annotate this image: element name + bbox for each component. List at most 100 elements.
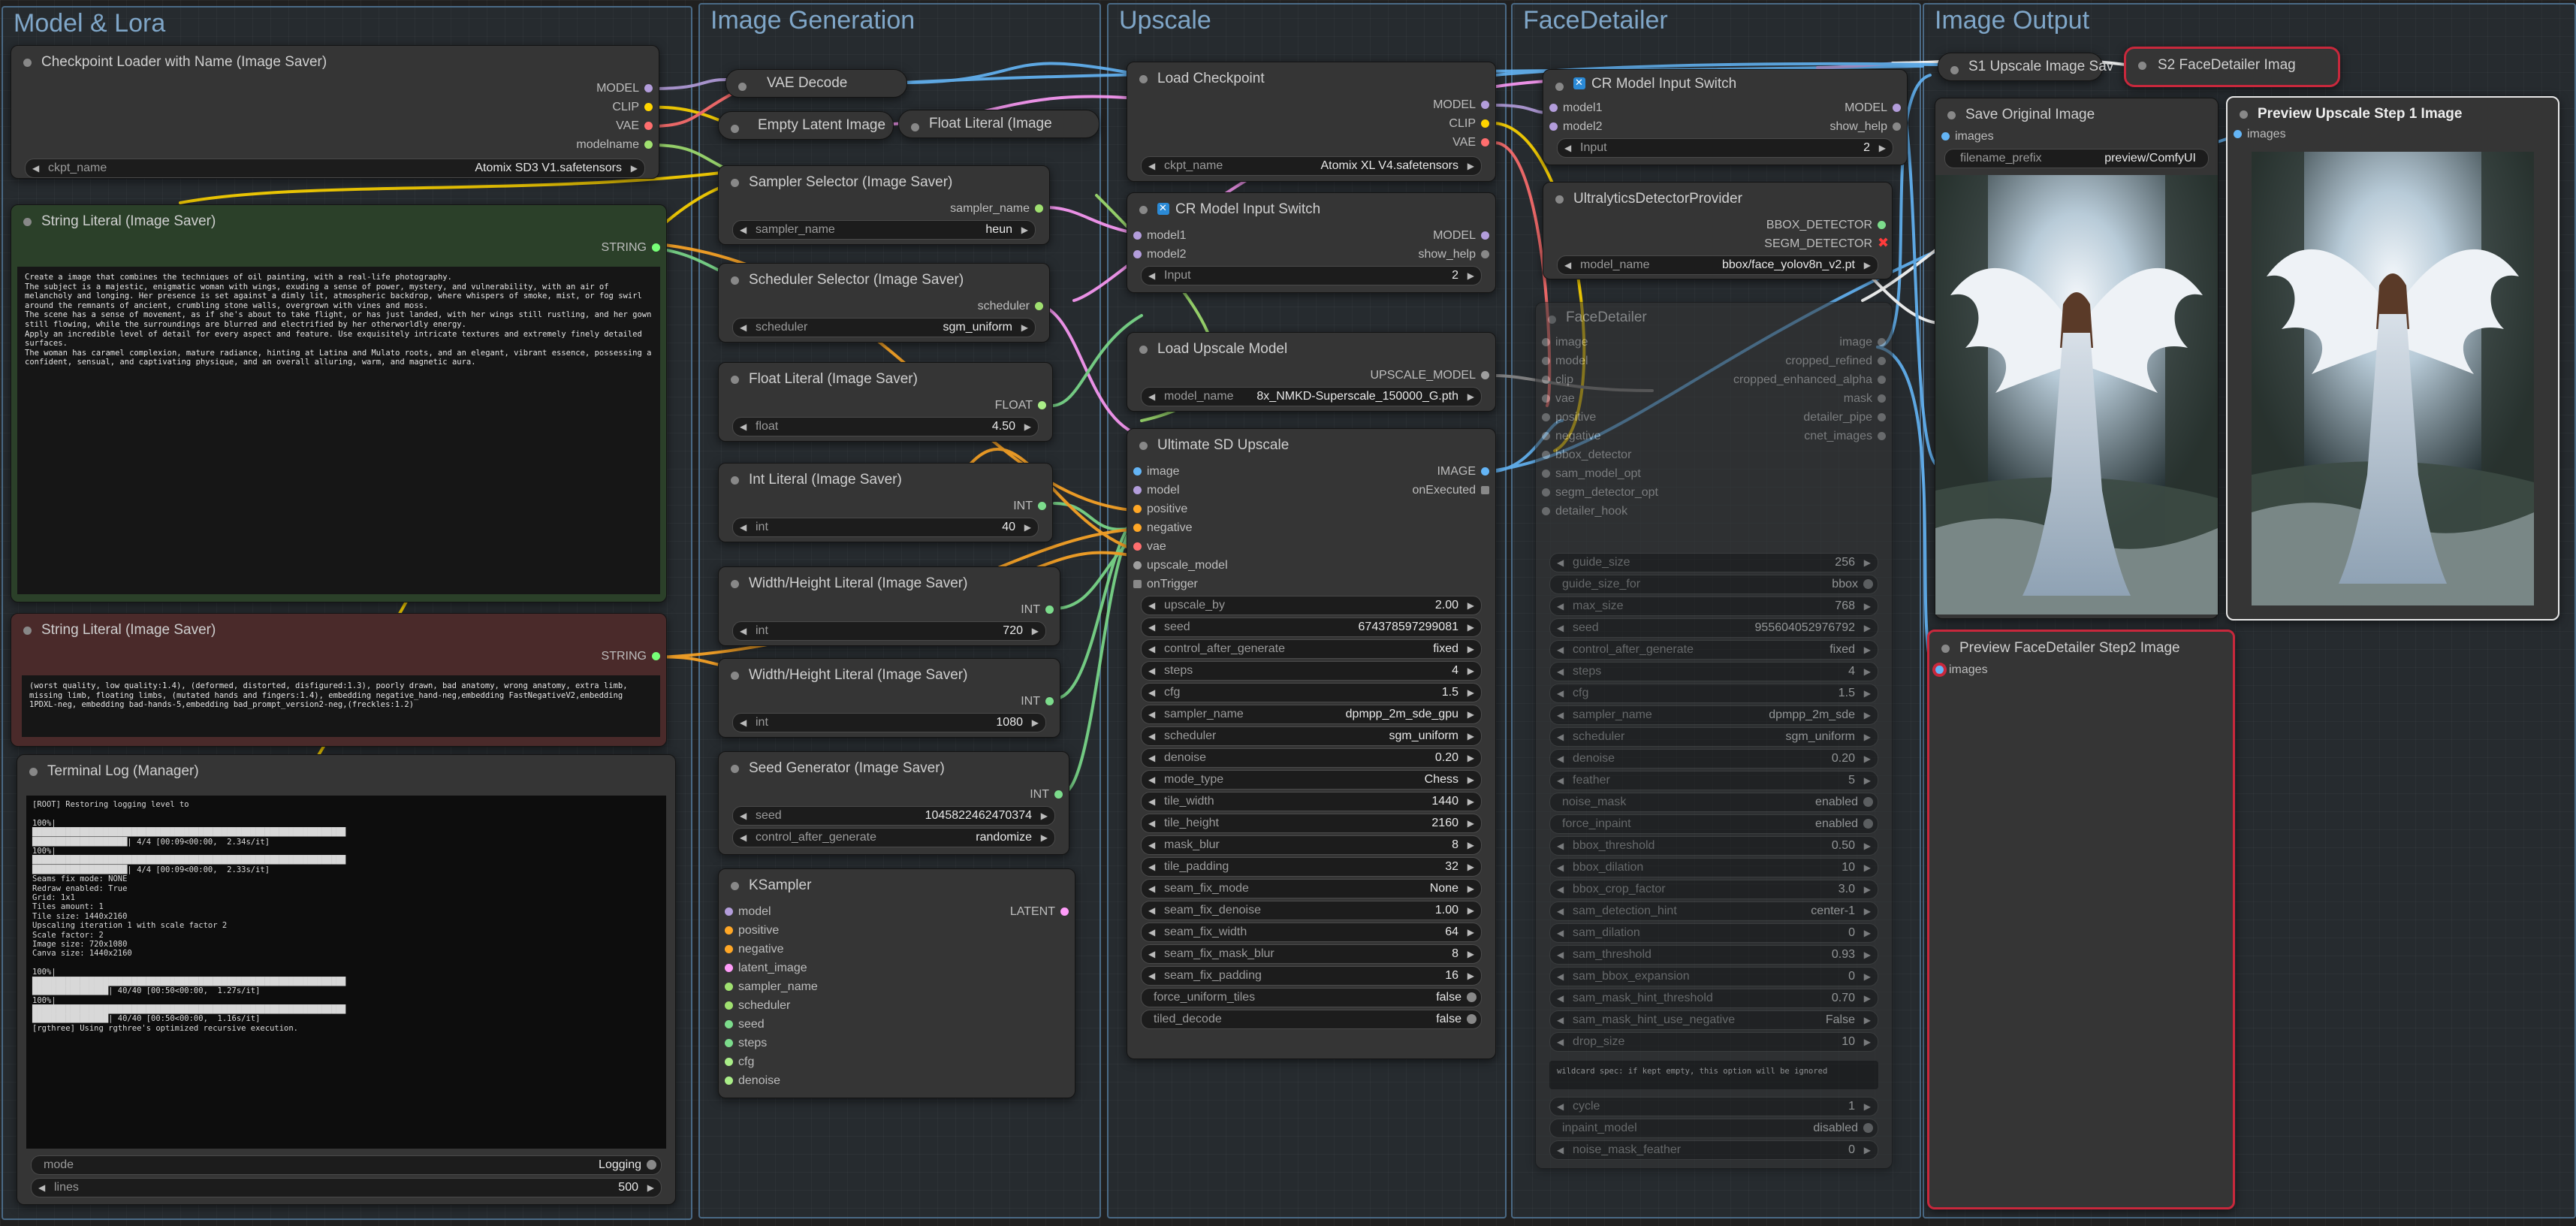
arrow-left-icon[interactable]: ◀	[1148, 731, 1156, 741]
arrow-left-icon[interactable]: ◀	[1557, 1101, 1564, 1112]
toggle-knob-icon[interactable]	[1863, 819, 1873, 829]
ultralytics-detector-node[interactable]: UltralyticsDetectorProvider BBOX_DETECTO…	[1543, 182, 1893, 279]
arrow-right-icon[interactable]: ▶	[1467, 905, 1474, 916]
arrow-left-icon[interactable]: ◀	[1557, 971, 1564, 982]
arrow-right-icon[interactable]: ▶	[1024, 522, 1031, 533]
arrow-right-icon[interactable]: ▶	[1467, 949, 1474, 959]
arrow-right-icon[interactable]: ▶	[1863, 601, 1871, 611]
load-upscale-model-node[interactable]: Load Upscale Model UPSCALE_MODEL ◀model_…	[1127, 332, 1496, 412]
facedetailer-port-row[interactable]: bbox_detector	[1536, 445, 1892, 464]
arrow-left-icon[interactable]: ◀	[1557, 1037, 1564, 1047]
arrow-right-icon[interactable]: ▶	[1467, 270, 1474, 281]
arrow-right-icon[interactable]: ▶	[1863, 884, 1871, 895]
arrow-right-icon[interactable]: ▶	[1863, 688, 1871, 699]
arrow-left-icon[interactable]: ◀	[1557, 732, 1564, 742]
arrow-left-icon[interactable]: ◀	[740, 626, 747, 636]
port-negative[interactable]: negative	[1127, 518, 1495, 537]
arrow-right-icon[interactable]: ▶	[1863, 732, 1871, 742]
arrow-right-icon[interactable]: ▶	[1863, 971, 1871, 982]
arrow-left-icon[interactable]: ◀	[1148, 840, 1156, 850]
arrow-left-icon[interactable]: ◀	[1148, 709, 1156, 720]
arrow-left-icon[interactable]: ◀	[1557, 993, 1564, 1004]
arrow-right-icon[interactable]: ▶	[1863, 666, 1871, 677]
arrow-right-icon[interactable]: ▶	[1863, 260, 1871, 270]
arrow-right-icon[interactable]: ▶	[1863, 623, 1871, 633]
arrow-left-icon[interactable]: ◀	[740, 717, 747, 728]
arrow-right-icon[interactable]: ▶	[1467, 796, 1474, 807]
port-negative[interactable]: negative	[719, 940, 1075, 959]
port-positive[interactable]: positive	[1127, 500, 1495, 518]
arrow-right-icon[interactable]: ▶	[1863, 753, 1871, 764]
toggle-knob-icon[interactable]	[1863, 797, 1873, 807]
arrow-right-icon[interactable]: ▶	[1467, 753, 1474, 763]
output-int[interactable]: INT	[719, 600, 1060, 619]
arrow-left-icon[interactable]: ◀	[1564, 143, 1572, 153]
input-images[interactable]: images	[2228, 125, 2558, 143]
output-string[interactable]: STRING	[11, 647, 666, 666]
arrow-left-icon[interactable]: ◀	[740, 811, 747, 821]
arrow-left-icon[interactable]: ◀	[1557, 1015, 1564, 1025]
arrow-right-icon[interactable]: ▶	[1040, 832, 1048, 843]
s2-facedetailer-image-saver-node[interactable]: S2 FaceDetailer Imag	[2124, 47, 2340, 87]
arrow-right-icon[interactable]: ▶	[1863, 950, 1871, 960]
output-vae[interactable]: VAE	[11, 116, 659, 135]
output-vae[interactable]: VAE	[1127, 133, 1495, 152]
port-on-trigger[interactable]: onTrigger	[1127, 575, 1495, 593]
output-string[interactable]: STRING	[11, 238, 666, 257]
arrow-left-icon[interactable]: ◀	[740, 832, 747, 843]
arrow-right-icon[interactable]: ▶	[1467, 622, 1474, 633]
arrow-left-icon[interactable]: ◀	[1557, 950, 1564, 960]
sampler-selector-node[interactable]: Sampler Selector (Image Saver) sampler_n…	[718, 165, 1050, 245]
scheduler-selector-node[interactable]: Scheduler Selector (Image Saver) schedul…	[718, 263, 1050, 343]
output-bbox-detector[interactable]: BBOX_DETECTOR	[1543, 216, 1892, 234]
arrow-left-icon[interactable]: ◀	[1557, 1145, 1564, 1155]
facedetailer-port-row[interactable]: detailer_hook	[1536, 502, 1892, 521]
arrow-left-icon[interactable]: ◀	[1557, 623, 1564, 633]
arrow-left-icon[interactable]: ◀	[1148, 687, 1156, 698]
arrow-right-icon[interactable]: ▶	[1863, 1145, 1871, 1155]
arrow-right-icon[interactable]: ▶	[1467, 862, 1474, 872]
facedetailer-port-row[interactable]: sam_model_opt	[1536, 464, 1892, 483]
arrow-right-icon[interactable]: ▶	[1863, 841, 1871, 851]
width-literal-node[interactable]: Width/Height Literal (Image Saver) INT ◀…	[718, 566, 1060, 646]
arrow-right-icon[interactable]: ▶	[1863, 1037, 1871, 1047]
arrow-left-icon[interactable]: ◀	[1557, 884, 1564, 895]
arrow-left-icon[interactable]: ◀	[32, 163, 40, 174]
preview-upscale-step1-node[interactable]: Preview Upscale Step 1 Image images	[2226, 96, 2559, 621]
arrow-right-icon[interactable]: ▶	[630, 163, 638, 174]
arrow-right-icon[interactable]: ▶	[1031, 717, 1039, 728]
arrow-right-icon[interactable]: ▶	[1878, 143, 1886, 153]
arrow-left-icon[interactable]: ◀	[1148, 600, 1156, 611]
arrow-left-icon[interactable]: ◀	[1148, 666, 1156, 676]
arrow-left-icon[interactable]: ◀	[1148, 971, 1156, 981]
negative-prompt-textarea[interactable]: (worst quality, low quality:1.4), (defor…	[22, 675, 660, 737]
arrow-right-icon[interactable]: ▶	[1040, 811, 1048, 821]
